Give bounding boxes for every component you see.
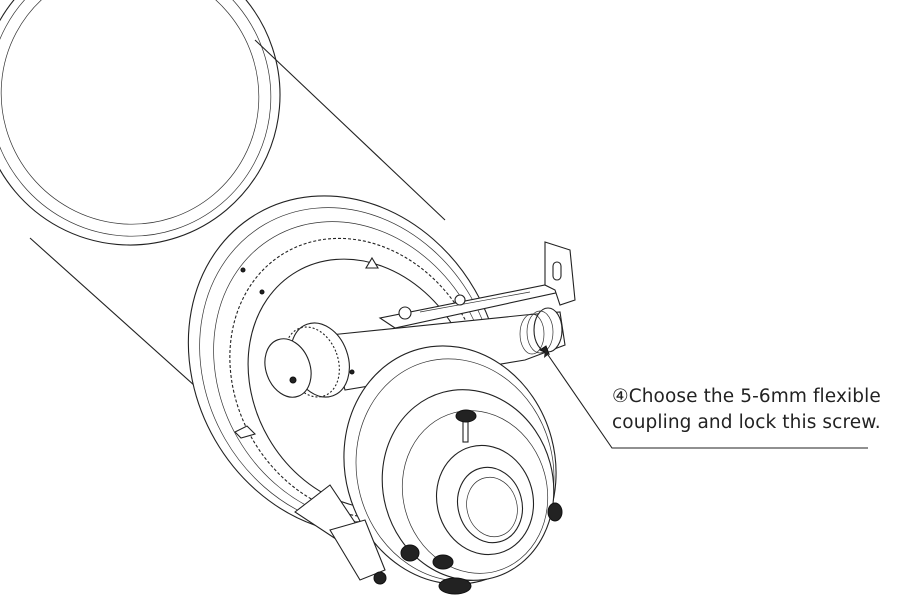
annotation-line-2: coupling and lock this screw. xyxy=(612,412,881,433)
annotation-line-1: Choose the 5-6mm flexible xyxy=(628,386,881,407)
focuser-front xyxy=(343,345,557,585)
annotation-text: ④Choose the 5-6mm flexible coupling and … xyxy=(612,384,881,436)
tube-rear-ring xyxy=(0,0,281,246)
tube-body xyxy=(29,39,446,396)
focus-knob xyxy=(264,322,350,398)
annotation-leader-line xyxy=(544,350,868,449)
step-number-marker: ④ xyxy=(612,386,629,407)
thumbscrews xyxy=(400,409,563,595)
clamp-assembly xyxy=(294,484,387,585)
motor-bracket xyxy=(378,241,576,329)
